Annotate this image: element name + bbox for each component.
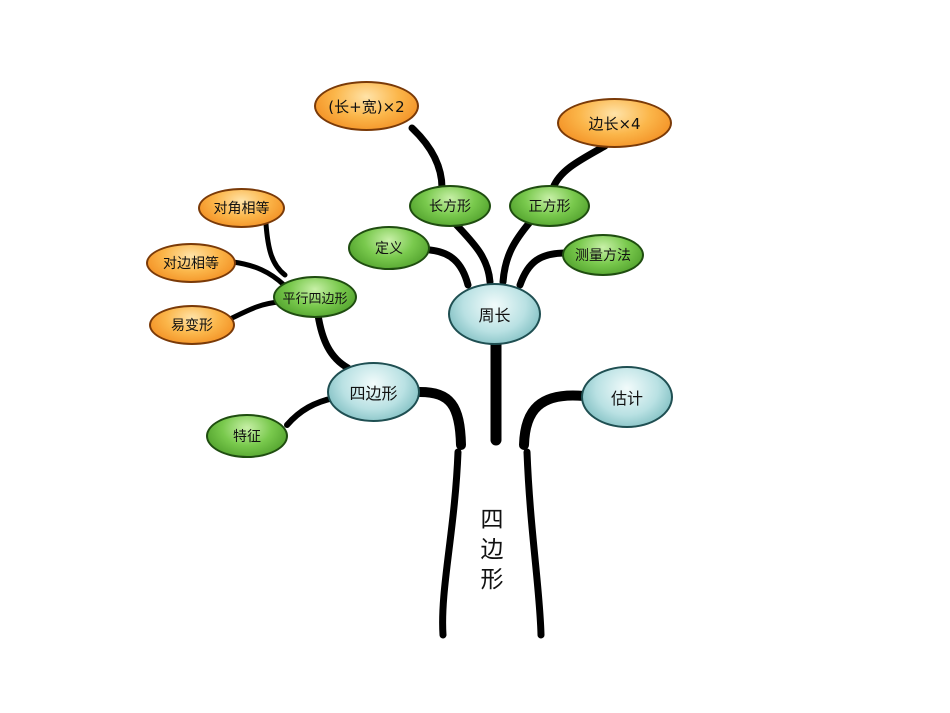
node-label: 对边相等: [163, 256, 219, 272]
node-perimeter[interactable]: 周长: [448, 283, 541, 345]
node-label: 四边形: [349, 384, 398, 403]
branch-deform: [225, 299, 283, 323]
node-label: 定义: [375, 241, 403, 257]
branch-square: [499, 218, 534, 286]
branch-rectangle: [448, 216, 494, 286]
branch-opposite-sides: [230, 259, 287, 288]
branch-estimate: [519, 390, 589, 450]
trunk-label-char: 形: [480, 567, 504, 593]
node-label: 易变形: [171, 318, 213, 334]
branch-features: [284, 395, 337, 428]
trunk-label-char: 四: [480, 507, 504, 533]
node-definition[interactable]: 定义: [348, 226, 430, 270]
node-label: 正方形: [528, 199, 571, 215]
trunk-label-char: 边: [480, 537, 504, 563]
node-square[interactable]: 正方形: [509, 185, 590, 227]
node-label: 对角相等: [213, 201, 270, 217]
node-label: 平行四边形: [282, 291, 348, 307]
branch-formula-rect: [408, 124, 446, 192]
node-label: 长方形: [429, 199, 471, 215]
trunk-label: 四边形: [470, 505, 514, 595]
node-label: 周长: [478, 306, 511, 325]
node-opposite-angles-equal[interactable]: 对角相等: [198, 188, 285, 228]
branch-quadrilateral: [415, 387, 466, 450]
trunk-right-outline: [523, 448, 545, 639]
branch-opposite-angles: [263, 221, 288, 278]
branch-measure: [516, 249, 570, 289]
node-formula-rectangle[interactable]: (长+宽)×2: [314, 81, 419, 131]
branch-formula-square: [549, 142, 609, 192]
node-label: 边长×4: [588, 114, 641, 133]
node-label: 特征: [233, 429, 261, 445]
node-rectangle[interactable]: 长方形: [409, 185, 491, 227]
node-label: (长+宽)×2: [328, 97, 405, 116]
node-estimate[interactable]: 估计: [581, 366, 673, 428]
trunk-left-outline: [439, 448, 462, 639]
node-label: 估计: [610, 389, 643, 408]
node-features[interactable]: 特征: [206, 414, 288, 458]
node-label: 测量方法: [575, 248, 631, 264]
node-quadrilateral[interactable]: 四边形: [327, 362, 420, 422]
branch-definition: [426, 246, 472, 289]
branch-parallelogram: [314, 311, 352, 372]
node-opposite-sides-equal[interactable]: 对边相等: [146, 243, 236, 283]
node-formula-square[interactable]: 边长×4: [557, 98, 672, 148]
node-parallelogram[interactable]: 平行四边形: [273, 276, 357, 318]
node-easily-deformed[interactable]: 易变形: [149, 305, 235, 345]
node-measure-method[interactable]: 测量方法: [562, 234, 644, 276]
